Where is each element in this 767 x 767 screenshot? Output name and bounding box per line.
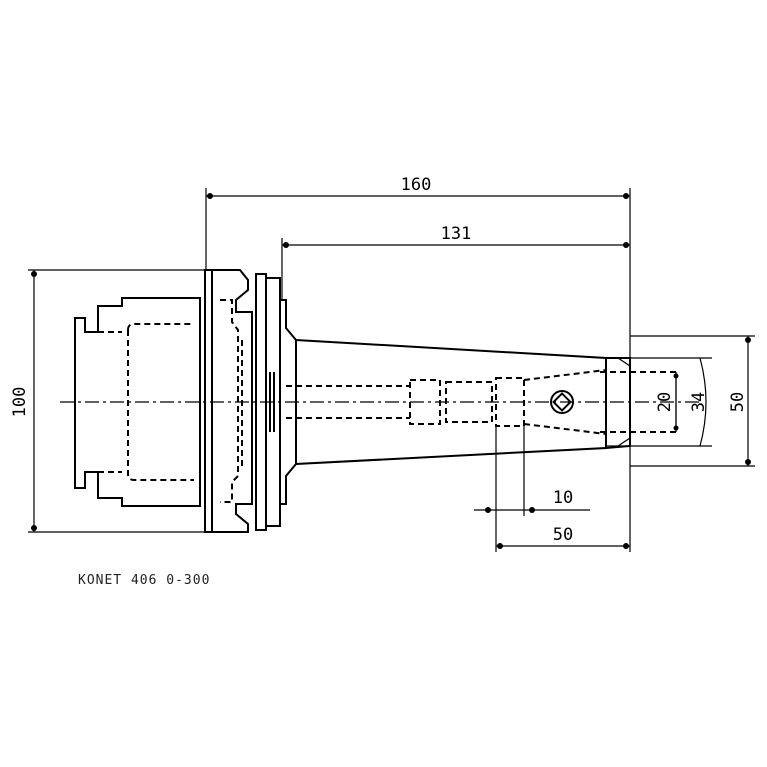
dimension-20-label: 20 <box>655 392 675 412</box>
extension-body <box>280 299 631 505</box>
dimension-bore-diameter: 20 <box>655 372 679 432</box>
part-code-label: KONET 406 0-300 <box>78 573 210 588</box>
dimension-34-label: 34 <box>689 392 709 412</box>
dimension-nose-diameter: 50 <box>630 335 755 467</box>
dimension-50-depth-label: 50 <box>553 525 573 545</box>
dimension-screw-offset: 10 <box>474 426 590 552</box>
dimension-131-label: 131 <box>441 224 472 244</box>
dimension-34: 34 <box>606 357 712 447</box>
dimension-100-label: 100 <box>10 387 30 418</box>
dimension-shank-length: 131 <box>281 224 630 300</box>
flange <box>204 269 281 533</box>
dimension-bore-depth: 50 <box>496 446 631 552</box>
dimension-160-label: 160 <box>401 175 432 195</box>
taper-shank <box>74 297 201 507</box>
dimension-overall-length: 160 <box>205 175 631 358</box>
dimension-10-label: 10 <box>553 488 573 508</box>
set-screw-icon <box>550 390 574 414</box>
dimension-flange-diameter: 100 <box>10 269 206 533</box>
dimension-50-diameter-label: 50 <box>728 392 748 412</box>
